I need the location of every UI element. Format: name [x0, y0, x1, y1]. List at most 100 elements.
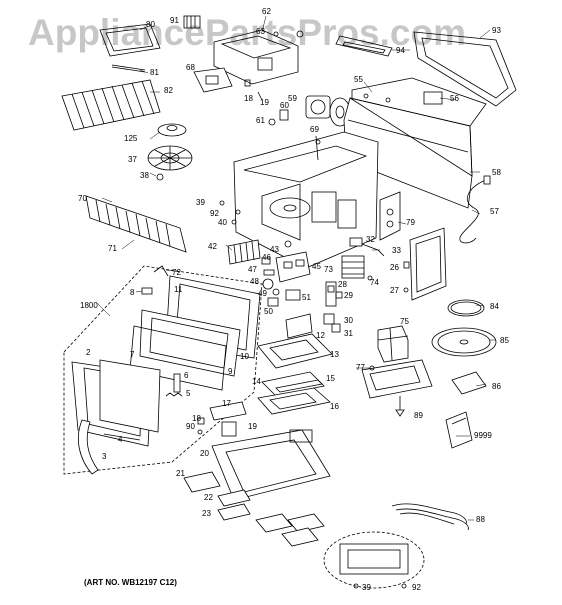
part-label-p38: 38	[140, 171, 149, 180]
part-62-fan-housing	[213, 29, 304, 85]
part-17-bracket	[209, 401, 247, 421]
part-label-p43: 43	[270, 245, 279, 254]
part-82-grille	[61, 79, 161, 131]
part-8-hinge	[141, 287, 153, 295]
part-label-p86: 86	[492, 382, 501, 391]
part-label-p7: 7	[130, 350, 135, 359]
part-9999-literature	[445, 411, 473, 449]
part-label-p58: 58	[492, 168, 501, 177]
part-label-p68: 68	[186, 63, 195, 72]
part-label-p72: 72	[172, 268, 181, 277]
part-label-p18a: 18	[244, 94, 253, 103]
part-cavity-assembly	[233, 131, 379, 269]
part-label-p89: 89	[414, 411, 423, 420]
part-label-p33: 33	[392, 246, 401, 255]
part-75-transformer	[377, 325, 409, 363]
part-label-p1800: 1800	[80, 301, 98, 310]
part-door-frame-right	[409, 227, 447, 301]
part-label-p2: 2	[86, 348, 91, 357]
part-18-clip	[197, 417, 205, 425]
part-label-p26: 26	[390, 263, 399, 272]
part-18-clip-top	[244, 79, 251, 87]
part-91-vent	[183, 15, 201, 29]
part-31-switch	[331, 323, 341, 333]
part-label-p5: 5	[186, 389, 191, 398]
part-label-p29: 29	[344, 291, 353, 300]
part-label-p45: 45	[312, 262, 321, 271]
part-92-screw	[235, 209, 241, 215]
part-4-door-handle-base	[103, 433, 141, 441]
part-21-filter	[183, 471, 221, 493]
part-label-p84: 84	[490, 302, 499, 311]
part-19-bracket	[221, 421, 237, 437]
part-3-door-handle	[78, 419, 99, 475]
part-label-p32: 32	[366, 235, 375, 244]
part-38-shaft	[156, 173, 164, 181]
part-label-p19b: 19	[248, 422, 257, 431]
leader-lines	[95, 15, 496, 521]
part-label-p19a: 19	[260, 98, 269, 107]
part-label-p90: 90	[186, 422, 195, 431]
part-80-frame	[99, 23, 161, 57]
part-label-p4: 4	[118, 435, 123, 444]
part-47-fuse	[263, 269, 275, 276]
part-19-screw-top	[257, 91, 263, 101]
part-46-connector	[261, 257, 271, 265]
part-79-control-panel	[379, 191, 401, 241]
part-86-filter	[451, 371, 487, 395]
part-5-spring	[165, 392, 183, 397]
part-label-p9: 9	[228, 367, 233, 376]
part-label-p85: 85	[500, 336, 509, 345]
part-37-roller-ring	[147, 145, 193, 171]
part-125-turntable-coupling	[157, 123, 187, 137]
part-label-p39b: 39	[362, 583, 371, 592]
part-label-p30: 30	[344, 316, 353, 325]
part-label-p81: 81	[150, 68, 159, 77]
part-label-p40: 40	[218, 218, 227, 227]
part-label-p125: 125	[124, 134, 138, 143]
part-45-relay-board	[275, 251, 311, 283]
part-12-bracket	[285, 313, 313, 339]
part-label-p46: 46	[262, 253, 271, 262]
part-label-p92a: 92	[210, 209, 219, 218]
part-7-glass	[99, 359, 161, 433]
part-bottom-inset	[323, 531, 425, 589]
part-label-p9999: 9999	[474, 431, 492, 440]
part-label-p12: 12	[316, 331, 325, 340]
part-label-p60: 60	[280, 101, 289, 110]
part-26-clip	[403, 261, 410, 269]
part-label-p82: 82	[164, 86, 173, 95]
part-51-noise-filter	[285, 289, 301, 301]
part-label-p77: 77	[356, 363, 365, 372]
part-label-p47: 47	[248, 265, 257, 274]
part-light-covers	[255, 513, 325, 547]
part-label-p6: 6	[184, 371, 189, 380]
part-label-p94: 94	[396, 46, 405, 55]
part-label-p37: 37	[128, 155, 137, 164]
part-89-base-assembly	[361, 359, 433, 417]
part-49-thermistor	[272, 288, 280, 296]
part-22-filter	[217, 489, 251, 507]
part-73-magnetron	[341, 255, 365, 279]
part-label-p17: 17	[222, 399, 231, 408]
part-label-p28: 28	[338, 280, 347, 289]
part-72-latch	[153, 265, 169, 277]
part-label-p92b: 92	[412, 583, 421, 592]
part-label-p50: 50	[264, 307, 273, 316]
part-label-p22: 22	[204, 493, 213, 502]
part-90-screw	[197, 429, 203, 435]
part-70-vent-grille	[85, 195, 187, 253]
part-label-p61: 61	[256, 116, 265, 125]
part-label-p70: 70	[78, 194, 87, 203]
part-69-waveguide	[315, 135, 321, 161]
part-9-door-panel	[129, 325, 227, 391]
part-84-roller-ring	[447, 299, 485, 317]
part-15-tray	[275, 379, 323, 393]
part-label-p57: 57	[490, 207, 499, 216]
part-88-wire-harness	[391, 503, 469, 531]
part-label-p8: 8	[130, 288, 135, 297]
part-label-p79: 79	[406, 218, 415, 227]
